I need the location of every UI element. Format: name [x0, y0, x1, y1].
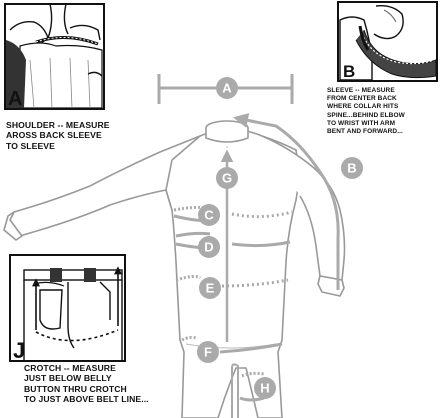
collar [206, 121, 248, 142]
svg-text:C: C [204, 208, 214, 223]
svg-text:D: D [204, 240, 213, 255]
caption-line: SPINE...BEHIND ELBOW [327, 112, 440, 120]
svg-text:B: B [343, 62, 355, 81]
marker-c: C [198, 204, 220, 226]
svg-text:H: H [260, 381, 269, 396]
svg-text:E: E [206, 281, 215, 296]
inset-shoulder: A [5, 4, 104, 110]
right-cuff [318, 276, 344, 296]
marker-f: F [197, 341, 219, 363]
caption-line: BENT AND FORWARD... [327, 128, 440, 136]
caption-line: TO WRIST WITH ARM [327, 120, 440, 128]
marker-g: G [216, 167, 238, 189]
marker-d: D [198, 236, 220, 258]
svg-text:J: J [13, 338, 25, 363]
caption-line: SHOULDER -- MEASURE [6, 120, 156, 130]
inset-sleeve: B [338, 2, 437, 81]
caption-line: BUTTON THRU CROTCH [24, 384, 194, 394]
marker-a: A [216, 77, 238, 99]
caption-line: FROM CENTER BACK [327, 95, 440, 103]
marker-e: E [199, 277, 221, 299]
caption-shoulder: SHOULDER -- MEASURE AROSS BACK SLEEVE TO… [6, 120, 156, 151]
caption-line: WHERE COLLAR HITS [327, 103, 440, 111]
caption-line: TO SLEEVE [6, 141, 156, 151]
caption-sleeve: SLEEVE -- MEASURE FROM CENTER BACK WHERE… [327, 87, 440, 136]
inset-crotch: J [10, 255, 125, 363]
caption-line: CROTCH -- MEASURE [24, 363, 194, 373]
marker-b: B [341, 157, 363, 179]
caption-line: SLEEVE -- MEASURE [327, 87, 440, 95]
svg-text:A: A [8, 88, 22, 110]
caption-line: JUST BELOW BELLY [24, 373, 194, 383]
caption-crotch: CROTCH -- MEASURE JUST BELOW BELLY BUTTO… [24, 363, 194, 405]
svg-text:B: B [347, 161, 356, 176]
svg-text:A: A [222, 81, 232, 96]
marker-h: H [254, 377, 276, 399]
svg-text:G: G [222, 171, 232, 186]
caption-line: AROSS BACK SLEEVE [6, 130, 156, 140]
svg-text:F: F [204, 345, 212, 360]
caption-line: TO JUST ABOVE BELT LINE... [24, 394, 194, 404]
